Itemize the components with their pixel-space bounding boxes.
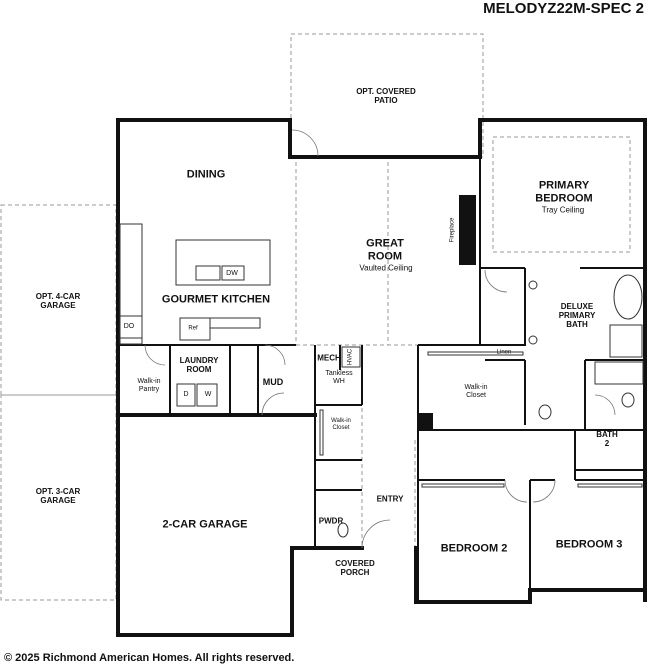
kitchen-counter-bottom	[209, 317, 261, 329]
fireplace	[459, 195, 476, 265]
label-pwdr: PWDR	[318, 516, 344, 526]
closet-rod-bed3	[577, 483, 643, 488]
door-arc-bath2	[594, 394, 616, 416]
kitchen-island	[175, 239, 271, 286]
hvac-unit	[341, 346, 361, 368]
label-primary-bedroom-note: Tray Ceiling	[541, 205, 585, 215]
closet-rod-bed2	[421, 483, 505, 488]
label-dining: DINING	[186, 168, 226, 181]
label-entry: ENTRY	[376, 494, 404, 504]
copyright-notice: © 2025 Richmond American Homes. All righ…	[4, 652, 295, 664]
door-arc-entry	[361, 519, 391, 549]
bath2-tub	[594, 361, 644, 385]
door-arc-pantry	[144, 344, 166, 366]
label-bedroom-3: BEDROOM 3	[555, 538, 623, 551]
bath2-toilet	[621, 392, 635, 408]
tub	[613, 274, 643, 320]
primary-toilet	[538, 404, 552, 420]
label-dw: DW	[226, 269, 238, 277]
door-arc-primary	[484, 269, 508, 293]
dryer-box	[176, 383, 196, 407]
label-opt-covered-patio: OPT. COVERED PATIO	[356, 86, 416, 105]
label-washer: W	[204, 390, 212, 398]
label-walkin-closet-hall: Walk-in Closet	[331, 418, 351, 431]
label-primary-bedroom: PRIMARY BEDROOM	[535, 179, 593, 204]
label-covered-porch: COVERED PORCH	[335, 558, 375, 577]
label-dryer: D	[183, 390, 189, 398]
fireplace-blocks	[418, 195, 476, 431]
label-mech: MECH	[317, 353, 341, 363]
label-deluxe-primary-bath: DELUXE PRIMARY BATH	[558, 302, 596, 330]
label-linen: Linen	[496, 349, 512, 356]
closet-rod-primary	[427, 351, 524, 356]
label-great-room: GREAT ROOM	[366, 237, 404, 262]
label-opt-4car-garage: OPT. 4-CAR GARAGE	[35, 291, 81, 310]
fixtures	[119, 223, 644, 538]
label-tankless-wh: Tankless WH	[325, 369, 353, 385]
door-arc-bed2	[504, 479, 528, 503]
door-swings	[144, 129, 616, 549]
kitchen-sink	[195, 265, 221, 281]
refrigerator	[179, 317, 211, 341]
interior-walls	[118, 157, 645, 602]
kitchen-counter-left	[119, 223, 143, 345]
exterior-walls	[116, 118, 647, 637]
door-arc-mud	[264, 344, 286, 366]
door-arc-patio	[291, 129, 319, 157]
label-great-room-note: Vaulted Ceiling	[359, 263, 413, 273]
label-mud: MUD	[262, 376, 284, 387]
opt-covered-patio-outline	[290, 33, 484, 158]
shower	[609, 324, 643, 358]
double-oven	[119, 315, 143, 339]
label-fireplace: Fireplace	[449, 217, 456, 243]
column-block	[418, 413, 433, 431]
washer-box	[196, 383, 218, 407]
label-hvac: HVAC	[347, 348, 354, 366]
label-gourmet-kitchen: GOURMET KITCHEN	[161, 293, 271, 306]
plan-title: MELODYZ22M-SPEC 2	[483, 0, 644, 17]
door-arc-bed3	[532, 479, 556, 503]
primary-lav-2	[528, 335, 538, 345]
label-do: DO	[123, 322, 135, 330]
label-bath-2: BATH 2	[596, 429, 618, 448]
label-laundry-room: LAUNDRY ROOM	[179, 355, 219, 374]
primary-lav-1	[528, 280, 538, 290]
label-walkin-closet-primary: Walk-in Closet	[464, 383, 488, 399]
dishwasher	[221, 265, 245, 281]
closet-rod-hall	[319, 409, 324, 456]
label-walkin-pantry: Walk-in Pantry	[137, 377, 161, 393]
label-opt-3car-garage: OPT. 3-CAR GARAGE	[35, 486, 81, 505]
label-bedroom-2: BEDROOM 2	[440, 542, 508, 555]
pwdr-toilet	[337, 522, 349, 538]
door-arc-garage	[261, 392, 285, 416]
label-ref: Ref	[188, 325, 198, 332]
label-two-car-garage: 2-CAR GARAGE	[162, 518, 248, 531]
